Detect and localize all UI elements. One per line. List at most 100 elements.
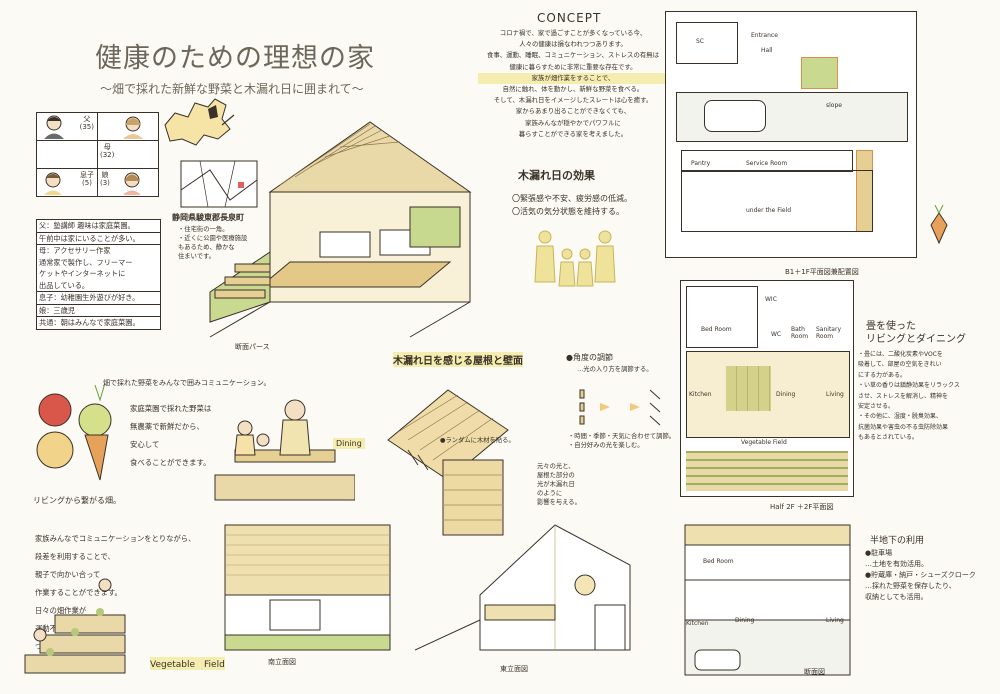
son-cell: 息子 (5) — [37, 169, 98, 196]
site-label-entrance: Entrance — [751, 32, 778, 39]
local-map — [180, 160, 258, 208]
fp-label-living: Living — [826, 391, 844, 398]
dining-scene — [214, 399, 355, 501]
fp-label-wc: WC — [771, 331, 782, 338]
location-label: 静岡県駿東郡長泉町 — [172, 213, 244, 222]
info-row: 父：塾講師 趣味は家庭菜園。 — [37, 219, 160, 232]
concept-line: コロナ禍で、家で過ごすことが多くなっている今、 — [499, 29, 647, 37]
angle-sub: …光の入り方を調節する。 — [577, 366, 653, 373]
section-perspective-caption: 断面パース — [235, 343, 270, 351]
floor-plan-2f: Bed Room WIC WC Bath Room Sanitary Room … — [680, 280, 854, 497]
komorebi-heading: 木漏れ日の効果 — [518, 169, 595, 182]
info-row: 息子：幼稚園生外遊びが好き。 — [37, 291, 160, 304]
tatami-heading: 畳を使った リビングとダイニング — [866, 321, 966, 345]
sec-label-living: Living — [826, 617, 844, 624]
fp-label-kitchen: Kitchen — [689, 391, 712, 398]
section-perspective — [209, 121, 472, 338]
family-silhouette-icon — [534, 230, 616, 287]
family-info-table: 父：塾講師 趣味は家庭菜園。 午前中は家にいることが多い。 母：アクセサリー作家… — [36, 219, 161, 330]
komorebi-items: 〇緊張感や不安、疲労感の低減。 〇活気の気分状態を維持する。 — [512, 192, 632, 218]
info-row: 母：アクセサリー作家 — [37, 244, 160, 257]
page-subtitle: 〜畑で採れた新鮮な野菜と木漏れ日に囲まれて〜 — [100, 82, 364, 96]
concept-line: 健康に暮らすために非常に重要な存在です。 — [509, 62, 637, 71]
info-row: 共通：朝はみんなで家庭菜園。 — [37, 316, 160, 329]
fp-label-dining: Dining — [776, 391, 796, 398]
sec-label-kitchen: Kitchen — [686, 620, 709, 627]
louver-diagram — [579, 389, 661, 426]
mother-portrait-icon — [123, 116, 143, 139]
east-elevation-caption: 東立面図 — [500, 665, 528, 673]
south-elevation-caption: 南立面図 — [268, 658, 296, 666]
concept-line: 家族が畑作業をすることで、 — [478, 72, 668, 85]
random-wood-note: ●ランダムに木材を貼る。 — [440, 437, 515, 444]
fp-label-vfield: Vegetable Field — [741, 439, 787, 446]
site-label-pantry: Pantry — [691, 160, 711, 167]
son-label: 息子 (5) — [80, 171, 94, 187]
site-label-slope: slope — [826, 102, 842, 109]
shadow-note: 元々の光と、 屋根た部分の 光が木漏れ日 のように 影響を与える。 — [537, 463, 581, 506]
section-caption: 断面図 — [804, 668, 825, 676]
living-field-label: リビングから繋がる畑。 — [33, 496, 121, 505]
dining-comm-text: 家庭菜園で採れた野菜は 無農薬で新鮮だから、 安心して 食べることができます。 — [130, 404, 212, 467]
carrot-icon — [930, 205, 948, 245]
concept-line: 暮らすことができる家を考えました。 — [518, 129, 628, 138]
daughter-label: 娘 (3) — [100, 171, 110, 187]
father-label: 父 (35) — [79, 115, 94, 131]
east-elevation — [415, 524, 631, 651]
site-label-service: Service Room — [746, 160, 788, 167]
komorebi-item: 〇活気の気分状態を維持する。 — [512, 207, 624, 216]
concept-heading: CONCEPT — [537, 11, 602, 25]
tatami-text: ・畳には、二酸化炭素やVOCを 吸着して、部屋の空気をきれい にする力がある。 … — [858, 351, 960, 442]
section-drawing — [684, 524, 851, 676]
mother-label: 母 (32) — [100, 143, 115, 159]
prefecture-map — [164, 98, 235, 146]
info-row: 娘：三歳児 — [37, 303, 160, 317]
car-icon — [694, 649, 741, 671]
site-label-hall: Hall — [761, 47, 773, 54]
daughter-portrait-icon — [123, 172, 141, 195]
vegetable-field-label: Vegetable Field — [150, 657, 225, 670]
family-portraits: 父 (35) 母 (32) 息子 (5) 娘 (3) — [36, 112, 159, 197]
semibasement-item: ●駐車場 — [865, 549, 893, 557]
angle-heading: ●角度の調節 — [566, 353, 613, 362]
info-row: 午前中は家にいることが多い。 — [37, 231, 160, 245]
info-row: ケットやインターネットに — [39, 269, 126, 278]
father-portrait-icon — [44, 115, 64, 139]
dining-label: Dining — [333, 438, 365, 449]
roof-wall-heading: 木漏れ日を感じる屋根と壁面 — [393, 352, 523, 367]
car-icon — [704, 100, 766, 132]
semibasement-item: …採れた野菜を保存したり、 収納としても活用。 — [865, 582, 956, 601]
steps-field-scene — [24, 578, 126, 674]
sec-label-dining: Dining — [735, 617, 755, 624]
angle-note: ・時間・季節・天気に合わせて調節。 ・自分好みの光を楽しむ。 — [568, 433, 676, 449]
dining-comm-lead: 畑で採れた野菜をみんなで囲みコミュニケーション。 — [103, 379, 271, 387]
site-plan: SC Entrance Hall slope Pantry Service Ro… — [665, 11, 917, 258]
sec-label-bedroom: Bed Room — [703, 558, 734, 565]
vegetables-icon — [36, 382, 112, 481]
semibasement-item: ●貯蔵庫・納戸・シューズクローク — [865, 571, 976, 579]
concept-line: 家からあまり出ることができなくても、 — [515, 107, 631, 116]
floor-plan-2f-caption: Half 2F ＋2F平面図 — [770, 503, 834, 511]
father-cell: 父 (35) — [37, 113, 98, 140]
info-row: 通常家で製作し、フリーマー — [39, 257, 133, 267]
semibasement-heading: 半地下の利用 — [870, 536, 925, 546]
mother-cell — [98, 113, 158, 140]
concept-line: 食事、運動、睡眠、コミュニケーション、ストレスの有無は — [486, 51, 660, 60]
komorebi-item: 〇緊張感や不安、疲労感の低減。 — [512, 194, 632, 203]
site-plan-caption: B1＋1F平面図兼配置図 — [785, 268, 859, 276]
concept-line: 自然に触れ、体を動かし、新鮮な野菜を食べる。 — [502, 85, 644, 94]
fp-label-wic: WIC — [765, 296, 777, 303]
tatami-icon — [726, 366, 771, 411]
concept-text: コロナ禍で、家で過ごすことが多くなっている今、 人々の健康は損なわれつつあります… — [478, 28, 668, 140]
location-note: ・住宅街の一角。 ・近くに公園や医療施設 もあるため、静かな 住まいです。 — [178, 226, 248, 260]
fp-label-sanitary: Sanitary Room — [816, 326, 842, 340]
south-elevation — [224, 524, 391, 651]
semibasement-items: ●駐車場 …土地を有効活用。 ●貯蔵庫・納戸・シューズクローク …採れた野菜を保… — [865, 548, 976, 603]
semibasement-item: …土地を有効活用。 — [865, 560, 928, 568]
site-label-sc: SC — [696, 38, 704, 45]
fp-label-bath: Bath Room — [791, 326, 809, 340]
concept-line: 家族みんなが穏やかでパワフルに — [525, 118, 621, 127]
son-portrait-icon — [44, 172, 62, 195]
daughter-cell: 娘 (3) — [98, 169, 158, 196]
site-label-field: under the Field — [746, 207, 792, 214]
